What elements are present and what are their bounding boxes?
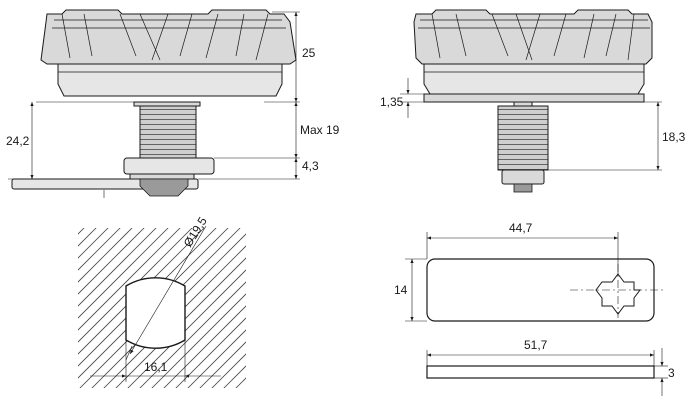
cam-side [11, 178, 199, 197]
side-view: 25 24,2 Max 19 4,3 [6, 9, 340, 198]
dimension-lines-front [400, 78, 662, 171]
knob-front [413, 9, 653, 103]
dim-max-label: Max 19 [300, 123, 340, 137]
front-view: 1,35 18,3 [380, 9, 686, 193]
dim-height-label: 25 [302, 46, 316, 60]
square-hole [595, 273, 641, 315]
dim-thread-label: 18,3 [662, 130, 686, 144]
nut-side [123, 157, 215, 180]
dim-thick-label: 3 [668, 366, 675, 380]
dim-flat-label: 16,1 [144, 360, 168, 374]
dim-total-label: 24,2 [6, 134, 30, 148]
dim-width-label: 14 [394, 283, 408, 297]
thread-side [133, 101, 201, 159]
cam-plate-edge [426, 365, 655, 379]
dim-diameter-label: Ø19,5 [181, 214, 210, 249]
knob-side [40, 9, 297, 97]
dim-length-label: 51,7 [524, 338, 548, 352]
dim-cam-label: 4,3 [302, 159, 319, 173]
dim-flange-label: 1,35 [380, 95, 404, 109]
dimension-lines-side [8, 11, 300, 198]
thread-front [497, 101, 549, 193]
cam-detail: 44,7 14 51,7 3 [394, 221, 675, 396]
hatched-panel [78, 228, 246, 388]
dim-hole-label: 44,7 [509, 221, 533, 235]
panel-cutout: Ø19,5 16,1 [78, 214, 246, 388]
cutout-hole [125, 277, 186, 349]
